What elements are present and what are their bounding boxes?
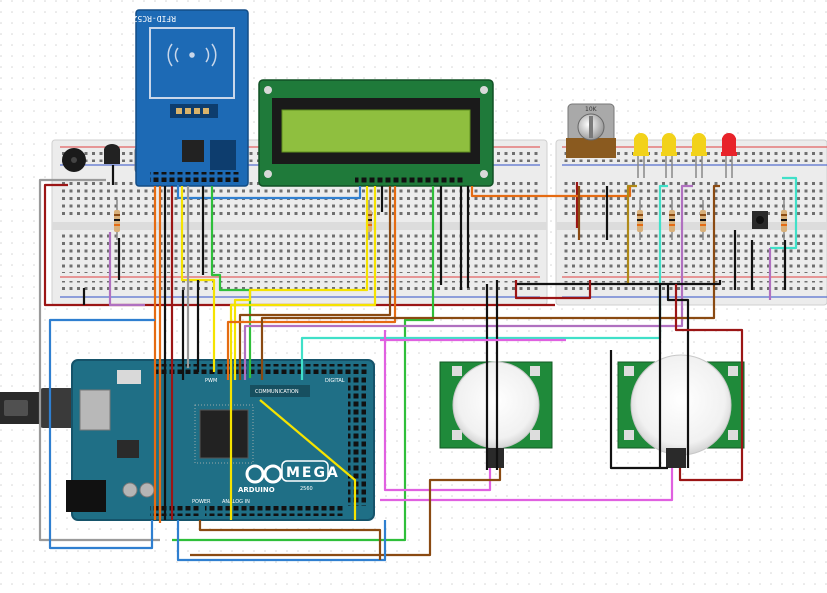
rfid-module: RFID-RC522 [128, 9, 249, 187]
wire-brown-21 [238, 186, 392, 380]
resistor-4 [669, 200, 675, 240]
rfid-label: RFID-RC522 [128, 14, 176, 23]
resistor-6 [781, 200, 787, 240]
header-label-communication: COMMUNICATION [255, 389, 299, 395]
capacitor-1 [122, 482, 138, 498]
pir-sensor-right [617, 354, 745, 468]
resistor-1 [114, 200, 120, 240]
model-label: MEGA [286, 465, 340, 481]
wire-blue-52 [176, 520, 387, 562]
yellow-led-2-icon [661, 133, 677, 178]
wire-purple-33 [243, 184, 693, 380]
lcd-screen [281, 109, 471, 153]
wire-orange-22 [226, 186, 397, 380]
model-sub-label: 2560 [300, 486, 313, 492]
wire-yellow-20 [229, 186, 377, 520]
wire-cyan-35 [770, 176, 798, 250]
brand-label: ARDUINO [238, 486, 275, 494]
wire-grey-6 [38, 178, 160, 542]
wire-brown-55 [198, 520, 382, 560]
transistor [104, 144, 120, 164]
wifi-antenna-icon [167, 43, 217, 67]
wire-red-39 [514, 280, 592, 300]
resistor-5 [700, 200, 706, 240]
right-double-header [348, 376, 366, 506]
led-group [633, 133, 737, 178]
arduino-logo-icon [245, 464, 283, 484]
potentiometer-label: 10K [585, 106, 598, 113]
red-led-icon [721, 133, 737, 178]
push-button [752, 211, 768, 229]
wire-brown-51 [190, 468, 502, 557]
wire-pink-49 [380, 468, 674, 502]
wire-green-24 [172, 186, 435, 542]
yellow-led-1-icon [633, 133, 649, 178]
potentiometer: 10K [566, 103, 616, 158]
resistor-3 [637, 200, 643, 240]
wire-blue-12 [176, 184, 362, 200]
rfid-chip [182, 140, 204, 162]
wire-purple-5 [108, 232, 145, 307]
wire-yellow-19 [233, 186, 369, 380]
wire-red-42 [674, 284, 744, 482]
resistor-group [114, 200, 787, 240]
arduino-mega-board: PWM COMMUNICATION DIGITAL ARDUINO MEGA 2… [66, 359, 375, 521]
lcd-display [258, 79, 494, 187]
wire-blue-53 [48, 318, 155, 550]
bottom-label-analog: ANALOG IN [222, 499, 250, 505]
usb-chip [117, 440, 139, 458]
power-jack [66, 480, 106, 512]
buzzer [62, 148, 86, 172]
capacitor-2 [139, 482, 155, 498]
bottom-label-power: POWER [192, 499, 211, 505]
microcontroller-chip [199, 409, 249, 459]
top-header-right [305, 364, 367, 374]
wire-group [38, 165, 798, 562]
wire-mustard-31 [626, 184, 637, 285]
wire-black-43 [609, 350, 668, 470]
wire-brown-34 [260, 184, 720, 380]
usb-port [79, 389, 111, 431]
wire-black-41 [666, 284, 690, 468]
yellow-led-3-icon [691, 133, 707, 178]
bottom-header-left [150, 506, 200, 516]
header-label-pwm: PWM [205, 378, 217, 384]
wire-yellow-54 [259, 399, 357, 520]
bottom-header [205, 506, 345, 516]
wire-orange-28 [470, 185, 632, 198]
wire-black-38 [516, 280, 722, 286]
header-label-digital: DIGITAL [325, 378, 345, 384]
